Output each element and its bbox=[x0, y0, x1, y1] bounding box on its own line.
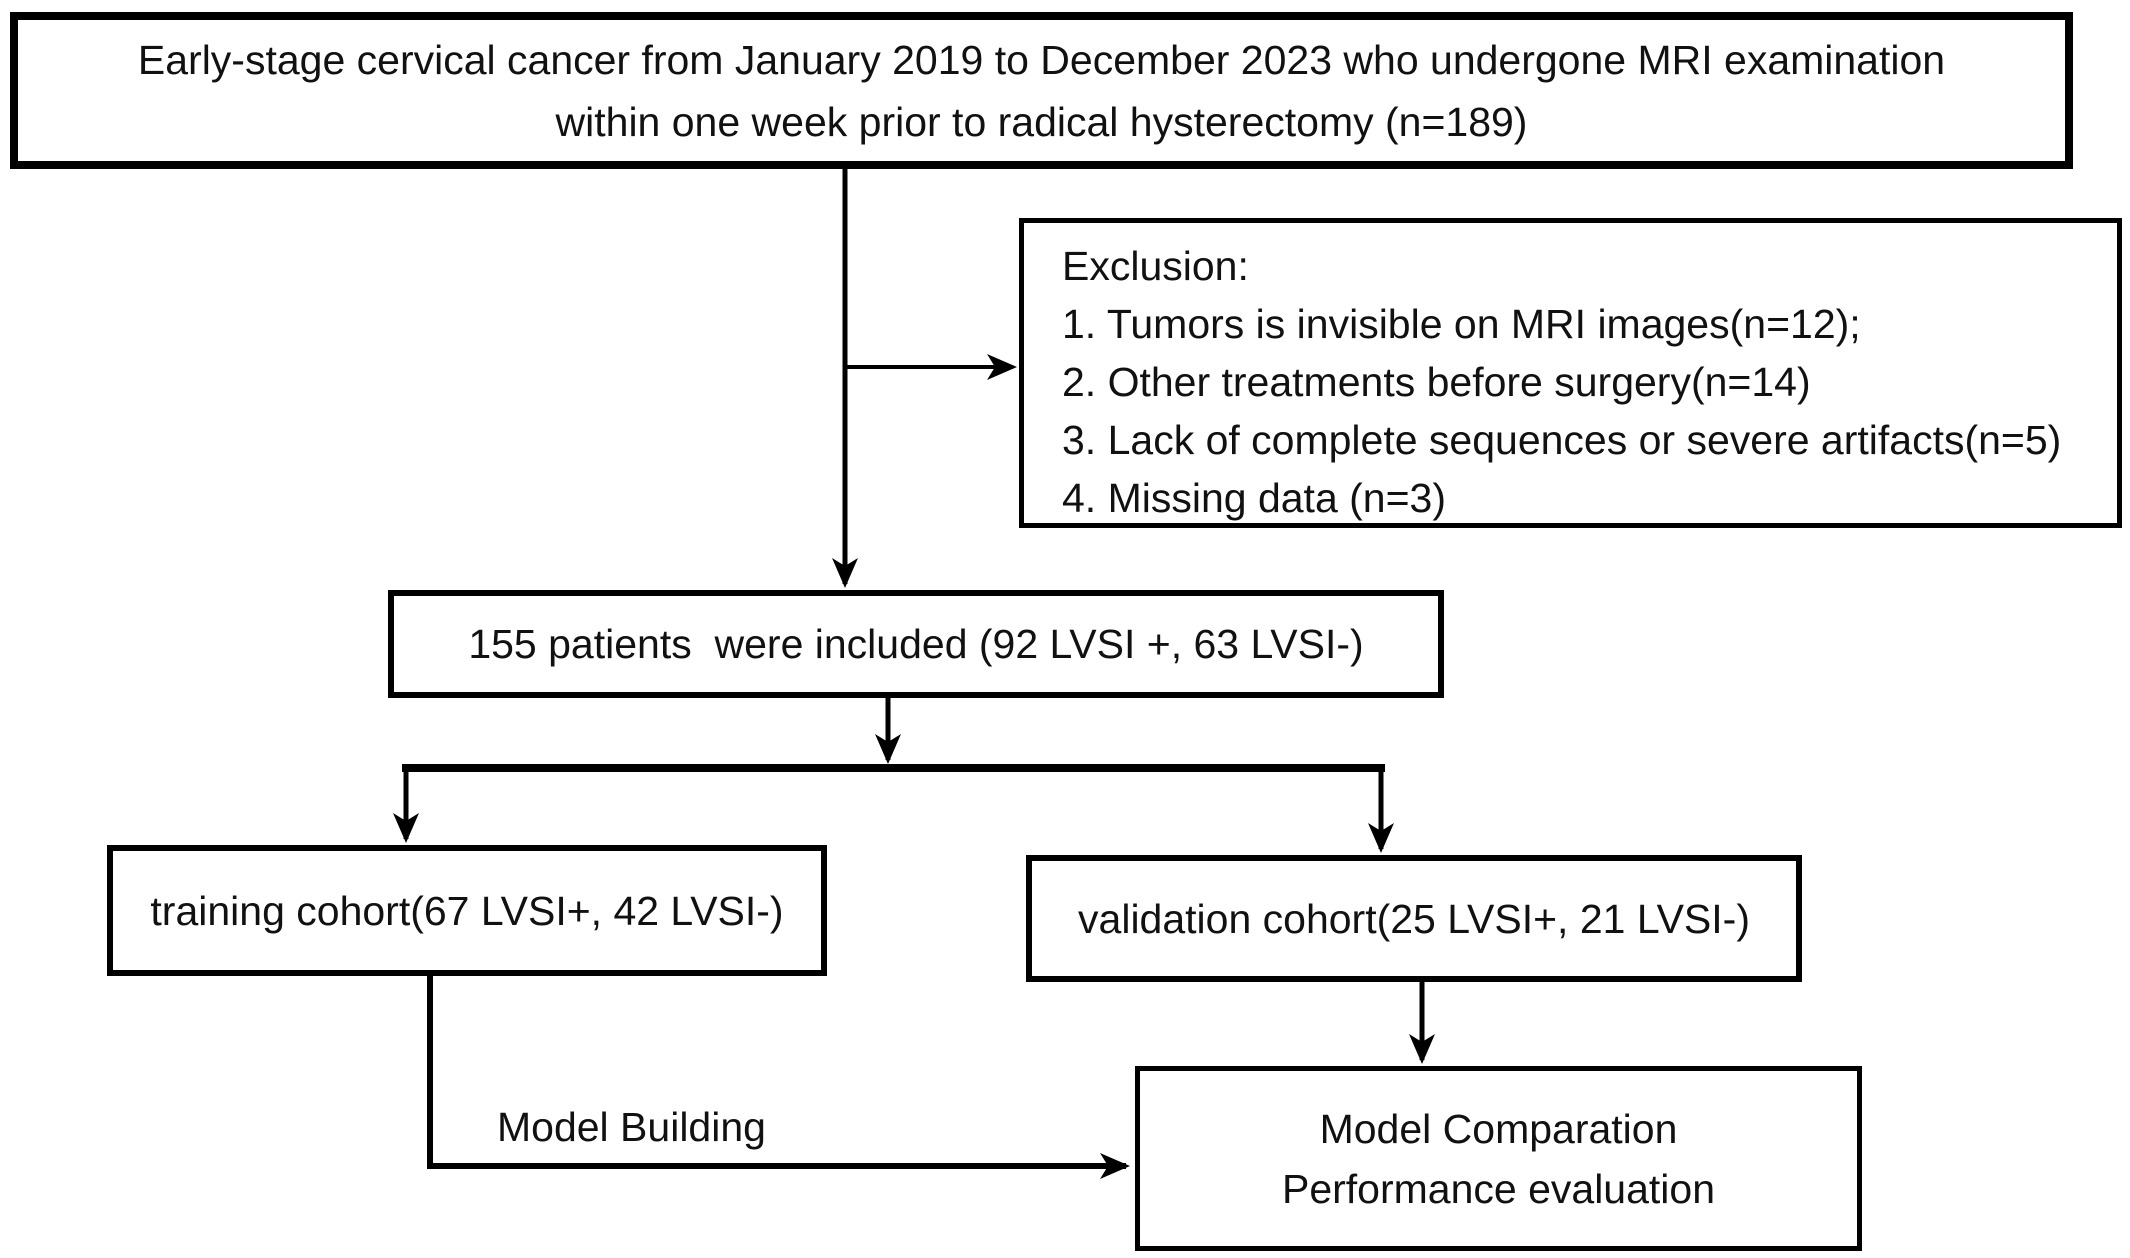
exclusion-item-1: 1. Tumors is invisible on MRI images(n=1… bbox=[1062, 301, 1861, 347]
eligibility-box: Early-stage cervical cancer from January… bbox=[10, 12, 2073, 169]
exclusion-item-3: 3. Lack of complete sequences or severe … bbox=[1062, 417, 2062, 463]
model-evaluation-box: Model Comparation Performance evaluation bbox=[1135, 1066, 1862, 1251]
exclusion-item-4: 4. Missing data (n=3) bbox=[1062, 475, 1446, 521]
included-patients-box: 155 patients were included (92 LVSI +, 6… bbox=[388, 590, 1444, 698]
validation-cohort-box: validation cohort(25 LVSI+, 21 LVSI-) bbox=[1026, 855, 1802, 982]
eligibility-line-1: Early-stage cervical cancer from January… bbox=[137, 36, 1946, 83]
exclusion-heading: Exclusion: bbox=[1062, 243, 1249, 289]
model-evaluation-line-1: Model Comparation bbox=[1319, 1105, 1678, 1152]
exclusion-box: Exclusion: 1. Tumors is invisible on MRI… bbox=[1019, 218, 2122, 528]
eligibility-line-2: within one week prior to radical hystere… bbox=[555, 98, 1528, 145]
training-cohort-box: training cohort(67 LVSI+, 42 LVSI-) bbox=[107, 845, 827, 976]
model-evaluation-line-2: Performance evaluation bbox=[1281, 1165, 1716, 1212]
model-building-label: Model Building bbox=[497, 1104, 766, 1150]
exclusion-item-2: 2. Other treatments before surgery(n=14) bbox=[1062, 359, 1811, 405]
